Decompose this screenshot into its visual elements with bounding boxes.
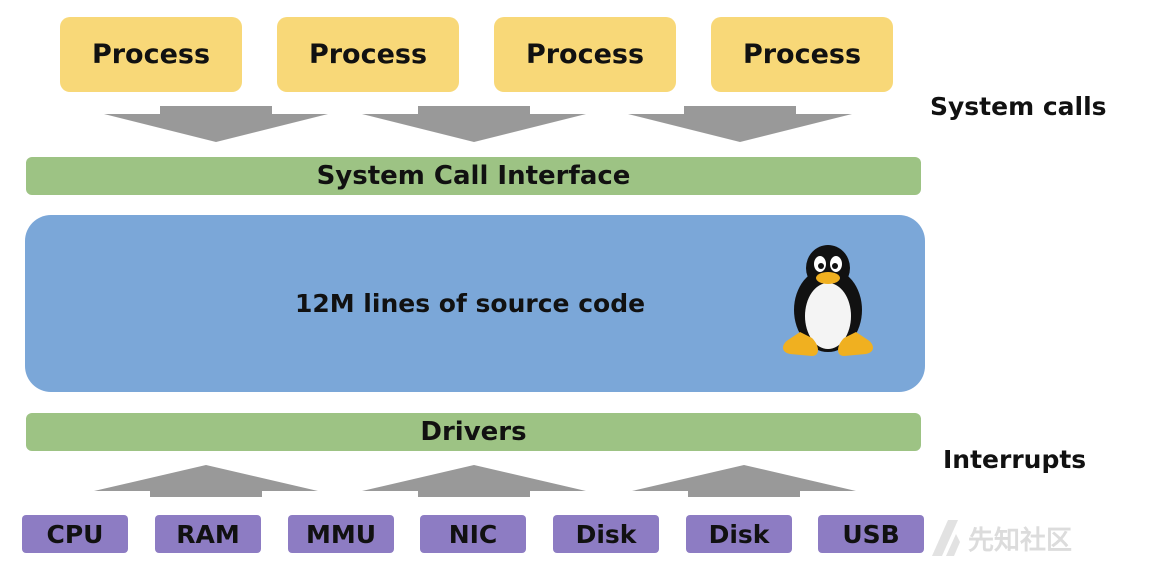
- interrupts-label: Interrupts: [943, 445, 1087, 474]
- tux-penguin-icon: [783, 245, 873, 356]
- watermark-text: 先知社区: [968, 525, 1073, 556]
- hardware-disk-2: Disk: [686, 515, 792, 553]
- up-arrow-3: [632, 465, 856, 497]
- hardware-nic: NIC: [420, 515, 526, 553]
- watermark-logo-icon: [932, 520, 960, 556]
- hardware-usb: USB: [818, 515, 924, 553]
- drivers-bar: Drivers: [26, 413, 921, 451]
- kernel-block: 12M lines of source code: [25, 215, 925, 392]
- process-box-3: Process: [494, 17, 676, 92]
- system-calls-label: System calls: [930, 92, 1107, 121]
- hardware-cpu: CPU: [22, 515, 128, 553]
- down-arrow-1: [104, 106, 328, 142]
- process-box-2: Process: [277, 17, 459, 92]
- down-arrow-2: [362, 106, 586, 142]
- hardware-mmu: MMU: [288, 515, 394, 553]
- process-box-4: Process: [711, 17, 893, 92]
- kernel-text: 12M lines of source code: [294, 289, 646, 318]
- up-arrow-1: [94, 465, 318, 497]
- hardware-disk-1: Disk: [553, 515, 659, 553]
- down-arrow-3: [628, 106, 852, 142]
- up-arrow-2: [362, 465, 586, 497]
- hardware-ram: RAM: [155, 515, 261, 553]
- system-call-interface-bar: System Call Interface: [26, 157, 921, 195]
- process-box-1: Process: [60, 17, 242, 92]
- watermark: 先知社区: [928, 518, 1072, 558]
